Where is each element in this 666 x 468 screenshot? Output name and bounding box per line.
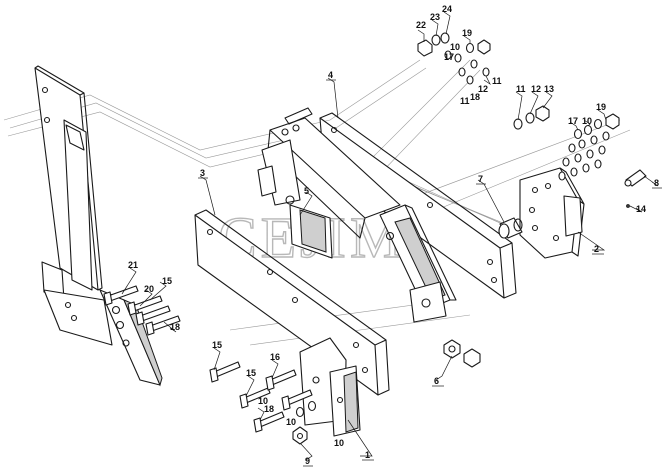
callout-underlines bbox=[198, 79, 662, 467]
callout-1: 1 bbox=[365, 450, 370, 460]
nut-part-6 bbox=[443, 339, 481, 368]
mast-part-5 bbox=[257, 107, 457, 323]
callout-16: 16 bbox=[270, 352, 280, 362]
callout-10-bolt-a: 10 bbox=[258, 396, 268, 406]
callout-13: 13 bbox=[544, 84, 554, 94]
callout-11-right: 11 bbox=[516, 84, 526, 94]
bushing-part-7 bbox=[498, 217, 523, 239]
callout-3: 3 bbox=[200, 168, 205, 178]
callout-4: 4 bbox=[328, 70, 333, 80]
callout-11-top-b: 11 bbox=[492, 76, 502, 86]
callout-10-top: 10 bbox=[450, 42, 460, 52]
callout-19-top: 19 bbox=[462, 28, 472, 38]
callout-14: 14 bbox=[636, 204, 646, 214]
callout-12-right: 12 bbox=[531, 84, 541, 94]
callout-22: 22 bbox=[416, 20, 426, 30]
callout-17-right: 17 bbox=[568, 116, 578, 126]
bolts-left-group bbox=[103, 285, 181, 336]
callout-15-bottom-a: 15 bbox=[212, 340, 222, 350]
nut-part-9 bbox=[292, 426, 308, 445]
callout-18-bottom: 18 bbox=[264, 404, 274, 414]
fastener-cluster-right bbox=[513, 105, 620, 181]
side-plate-part-2 bbox=[519, 167, 585, 259]
bolts-bottom-group bbox=[209, 361, 317, 433]
callout-15-left: 15 bbox=[162, 276, 172, 286]
callout-24: 24 bbox=[442, 4, 452, 14]
callout-8: 8 bbox=[654, 178, 659, 188]
callout-7: 7 bbox=[478, 174, 483, 184]
callout-10-bolt-b: 10 bbox=[286, 417, 296, 427]
callout-labels: 1 2 3 4 5 6 7 8 9 10 10 10 10 10 11 11 1… bbox=[128, 4, 659, 466]
callout-5: 5 bbox=[304, 186, 309, 196]
leader-lines bbox=[121, 11, 659, 461]
callout-12-top: 12 bbox=[478, 84, 488, 94]
callout-11-top-a: 11 bbox=[460, 96, 470, 106]
fastener-cluster-top bbox=[417, 32, 491, 85]
callout-18-left: 18 bbox=[170, 322, 180, 332]
callout-9: 9 bbox=[305, 456, 310, 466]
left-frame-shank bbox=[34, 65, 163, 387]
callout-21: 21 bbox=[128, 260, 138, 270]
callout-23: 23 bbox=[430, 12, 440, 22]
pin-part-8 bbox=[624, 169, 647, 208]
callout-17-top: 17 bbox=[444, 52, 454, 62]
callout-10-bracket: 10 bbox=[334, 438, 344, 448]
callout-20: 20 bbox=[144, 284, 154, 294]
callout-2: 2 bbox=[594, 244, 599, 254]
callout-6: 6 bbox=[434, 376, 439, 386]
callout-18-top: 18 bbox=[470, 92, 480, 102]
callout-19-right: 19 bbox=[596, 102, 606, 112]
callout-10-right: 10 bbox=[582, 116, 592, 126]
callout-15-bottom-b: 15 bbox=[246, 368, 256, 378]
